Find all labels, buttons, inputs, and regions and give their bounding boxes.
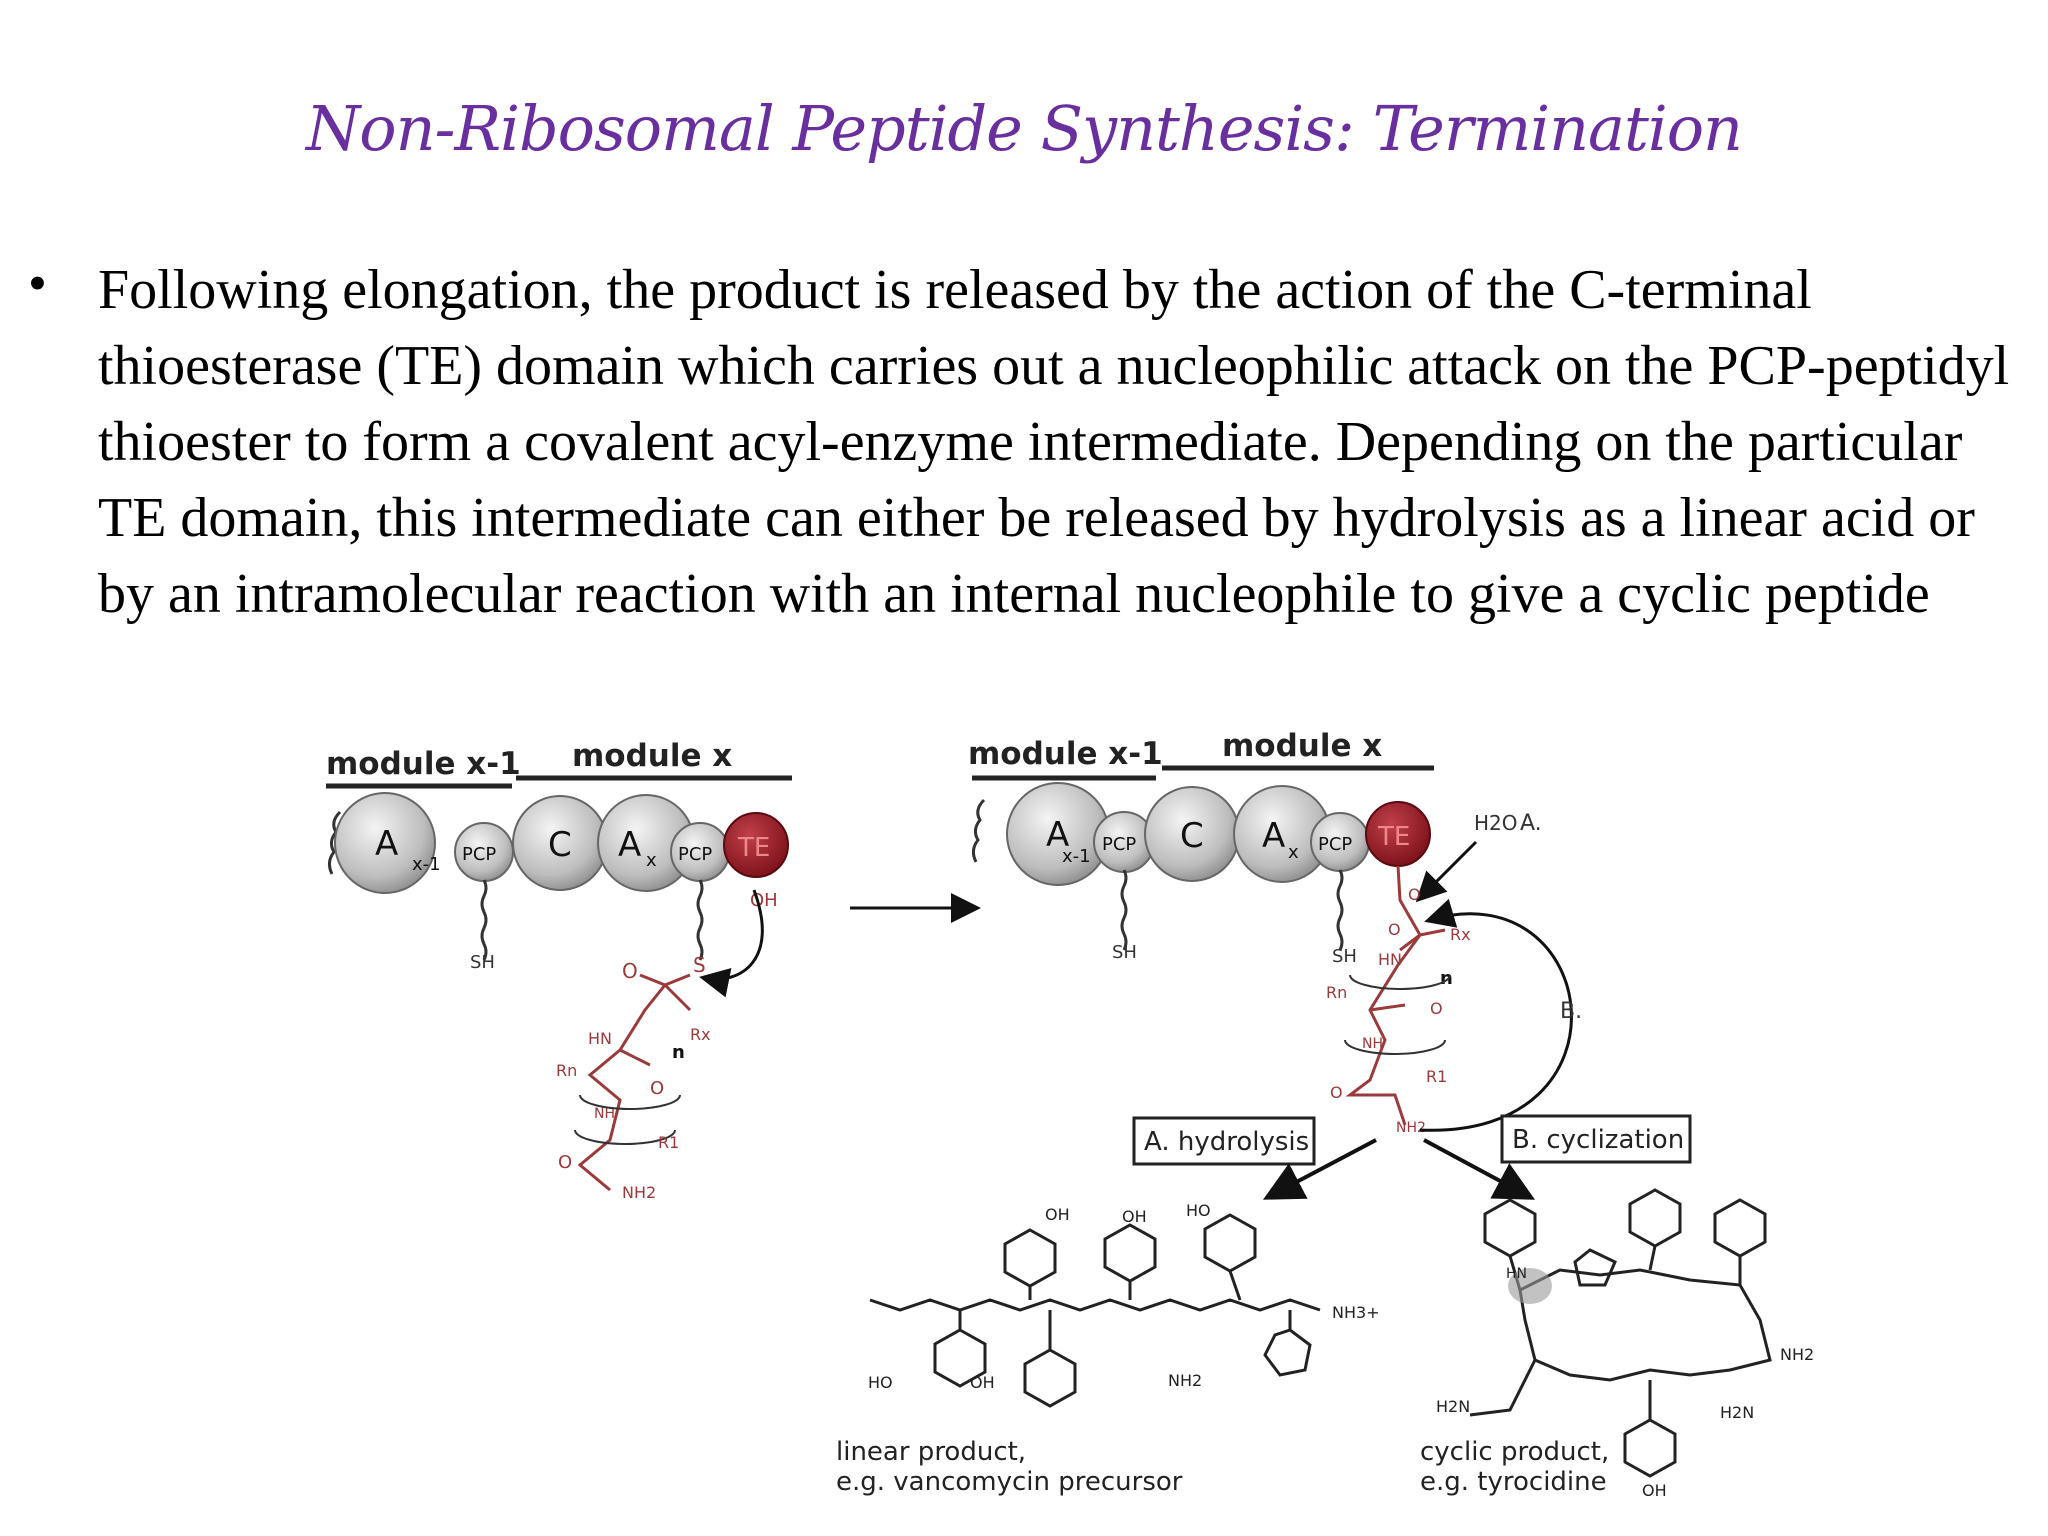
right-pcp1-label: PCP — [1102, 834, 1136, 855]
left-r1-label: R1 — [658, 1133, 679, 1152]
left-o3-label: O — [558, 1152, 572, 1173]
left-rn-label: Rn — [556, 1061, 577, 1080]
slide-title: Non-Ribosomal Peptide Synthesis: Termina… — [306, 92, 1743, 165]
right-pcp2-linker — [1336, 869, 1344, 951]
cyclic-caption-1: cyclic product, — [1420, 1437, 1609, 1467]
right-a2-sub: x — [1288, 842, 1299, 863]
left-te-label: TE — [737, 833, 770, 863]
right-peptide-chain — [1345, 865, 1446, 1126]
left-a1-domain — [334, 792, 436, 894]
cyclic-hn-label: HN — [1506, 1266, 1527, 1282]
left-attack-arrow — [699, 889, 764, 998]
right-o1-label: O — [1388, 920, 1401, 939]
linear-ho-label: HO — [1186, 1201, 1211, 1220]
right-c-label: C — [1180, 816, 1204, 856]
cyclic-h2n-label: H2N — [1436, 1397, 1470, 1416]
right-hn-label: HN — [1378, 950, 1402, 969]
linear-product-structure — [869, 1213, 1321, 1408]
right-b-label: B. — [1560, 999, 1582, 1024]
linear-product-labels: OH OH HO HO OH NH3+ NH2 — [868, 1201, 1380, 1392]
right-sh2-label: SH — [1332, 946, 1357, 967]
linear-nh2-label: NH2 — [1168, 1371, 1202, 1390]
left-repeat-bracket-bottom — [574, 1129, 676, 1145]
right-o3-label: O — [1430, 999, 1443, 1018]
hydrolysis-arrow — [1262, 1138, 1377, 1200]
right-a2-label: A — [1262, 816, 1285, 856]
left-a1-label: A — [375, 824, 398, 864]
cyclization-arc-arrow — [1419, 898, 1573, 1132]
left-sh-label: SH — [470, 952, 495, 973]
left-s-label: S — [693, 953, 706, 977]
left-nh-label: NH — [594, 1106, 615, 1122]
left-te-domain — [723, 812, 789, 878]
left-repeat-bracket-top — [579, 1094, 681, 1110]
left-rx-label: Rx — [690, 1025, 711, 1044]
left-peptide-chain — [577, 973, 692, 1192]
right-water-arrow — [1415, 840, 1478, 903]
left-module-cur-label: module x — [572, 738, 732, 774]
linear-ho-label-2: HO — [868, 1373, 893, 1392]
cyclic-nh2-label: NH2 — [1780, 1345, 1814, 1364]
cyclization-arrow — [1423, 1138, 1536, 1200]
bullet-dot-icon: • — [28, 253, 47, 313]
right-h2o-label: H2O — [1474, 811, 1518, 835]
left-assembly: module x-1 module x A x-1 PCP C A x PCP … — [326, 738, 792, 1202]
right-n-label: n — [1440, 968, 1453, 989]
linear-caption-1: linear product, — [836, 1437, 1026, 1467]
right-module-prev-label: module x-1 — [968, 736, 1163, 772]
right-o4-label: O — [1330, 1083, 1343, 1102]
left-o1-label: O — [622, 959, 638, 983]
left-nh2-label: NH2 — [622, 1183, 656, 1202]
left-pcp1-label: PCP — [462, 844, 496, 865]
left-anchor-icon — [327, 810, 342, 875]
cyclic-product-structure — [1469, 1188, 1772, 1478]
left-n-label: n — [672, 1042, 685, 1063]
left-pcp1-linker — [480, 879, 488, 961]
cyclic-product-labels: H2N H2N NH2 OH HN — [1436, 1266, 1814, 1500]
right-nh-label: NH — [1362, 1036, 1383, 1052]
left-pcp2-linker — [696, 879, 704, 961]
right-te-label: TE — [1377, 822, 1410, 852]
cyclization-box — [1500, 1114, 1692, 1164]
left-o2-label: O — [650, 1078, 664, 1099]
hydrolysis-label: A. hydrolysis — [1144, 1127, 1309, 1157]
left-a2-label: A — [618, 825, 641, 865]
right-a1-label: A — [1046, 815, 1069, 855]
right-anchor-icon — [971, 798, 986, 863]
right-sh1-label: SH — [1112, 942, 1137, 963]
linear-oh-label-3: OH — [970, 1373, 995, 1392]
left-a1-sub: x-1 — [412, 854, 441, 875]
right-assembly: module x-1 module x A x-1 PCP C A x PCP … — [968, 728, 1582, 1136]
hydrolysis-box — [1132, 1116, 1316, 1166]
right-module-cur-label: module x — [1222, 728, 1382, 764]
right-a1-sub: x-1 — [1062, 846, 1091, 867]
right-o2-label: O — [1408, 885, 1421, 904]
left-a2-sub: x — [646, 850, 657, 871]
linear-oh-label-1: OH — [1045, 1205, 1070, 1224]
left-c-label: C — [548, 825, 572, 865]
linear-oh-label-2: OH — [1122, 1207, 1147, 1226]
left-hn-label: HN — [588, 1029, 612, 1048]
linear-caption-2: e.g. vancomycin precursor — [836, 1467, 1183, 1497]
left-pcp2-label: PCP — [678, 844, 712, 865]
left-module-prev-label: module x-1 — [326, 746, 521, 782]
right-r1-label: R1 — [1426, 1067, 1447, 1086]
cyclic-highlight-oval — [1508, 1268, 1552, 1304]
cyclic-caption-2: e.g. tyrocidine — [1420, 1467, 1607, 1497]
right-a-label: A. — [1520, 811, 1542, 836]
right-rx-label: Rx — [1450, 925, 1471, 944]
right-pcp1-linker — [1120, 869, 1128, 951]
right-pcp2-label: PCP — [1318, 834, 1352, 855]
cyclization-label: B. cyclization — [1512, 1125, 1684, 1155]
right-nh2-label: NH2 — [1396, 1120, 1426, 1136]
right-repeat-bracket-bottom — [1344, 1039, 1446, 1055]
linear-nh3-label: NH3+ — [1332, 1303, 1380, 1322]
right-repeat-bracket-top — [1349, 974, 1451, 990]
cyclic-h2n-label-2: H2N — [1720, 1403, 1754, 1422]
bullet-text: Following elongation, the product is rel… — [98, 259, 2010, 625]
cyclic-oh-label: OH — [1642, 1481, 1667, 1500]
right-rn-label: Rn — [1326, 983, 1347, 1002]
